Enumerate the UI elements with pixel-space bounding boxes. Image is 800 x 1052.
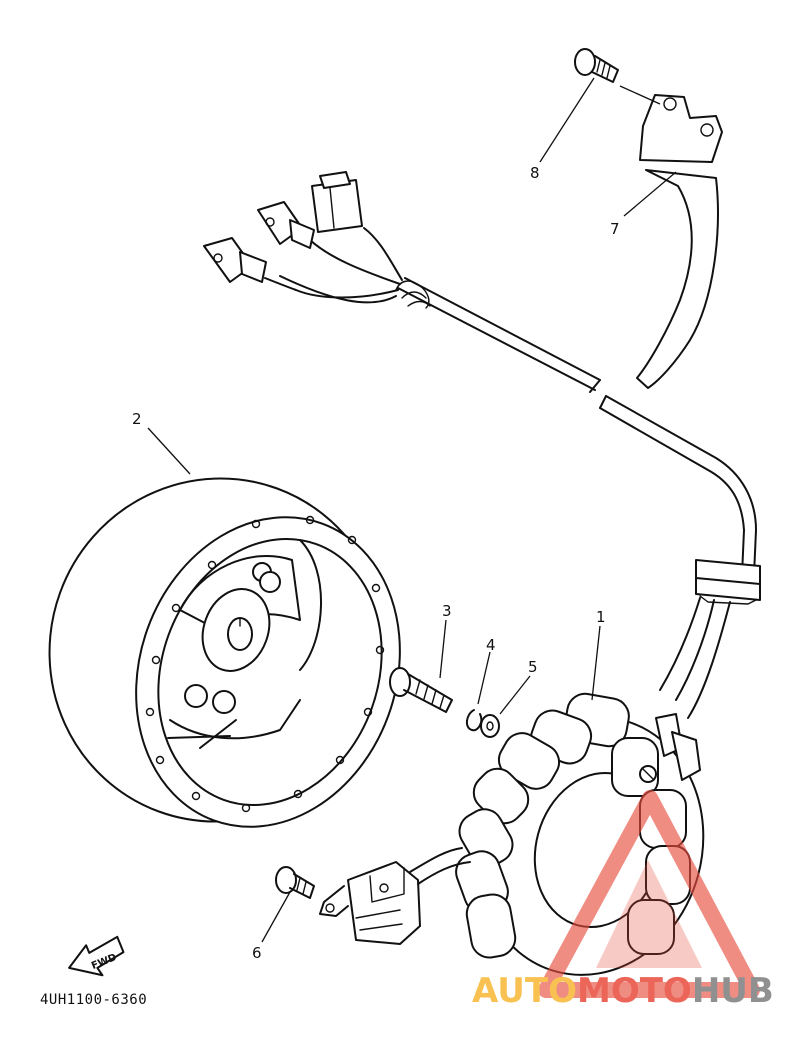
callout-7: 7: [610, 220, 620, 238]
watermark-logo: AUTOMOTOHUB: [472, 790, 774, 1011]
callout-4: 4: [486, 636, 496, 654]
callout-5: 5: [528, 658, 538, 676]
fwd-direction-arrow: FWD: [68, 935, 125, 977]
diagram-code: 4UH1100-6360: [40, 992, 147, 1008]
bolt-3: [389, 667, 453, 713]
callout-3: 3: [442, 602, 452, 620]
wire-harness: [264, 227, 761, 719]
pickup-coil: [319, 847, 471, 945]
rotor-flywheel: [48, 477, 401, 828]
callout-6: 6: [252, 944, 262, 962]
callout-2: 2: [132, 410, 142, 428]
callout-8: 8: [530, 164, 540, 182]
watermark-triangle-icon: [538, 790, 760, 998]
connector-block: [311, 171, 363, 233]
callout-1: 1: [596, 608, 606, 626]
svg-text:AUTOMOTOHUB: AUTOMOTOHUB: [472, 971, 774, 1011]
lock-washer-4: [466, 709, 483, 732]
watermark-moto: MOTO: [577, 971, 692, 1011]
washer-5: [480, 714, 500, 738]
watermark-hub: HUB: [692, 971, 774, 1011]
callouts: 1 2 3 4 5 6 7 8: [132, 164, 620, 962]
watermark-auto: AUTO: [472, 971, 577, 1011]
connector-mid: [257, 201, 315, 249]
connector-lower: [203, 237, 267, 283]
wire-guide-bracket: [636, 94, 723, 389]
screw-6: [275, 866, 315, 899]
screw-8: [574, 48, 661, 105]
leader-lines: [147, 77, 677, 943]
